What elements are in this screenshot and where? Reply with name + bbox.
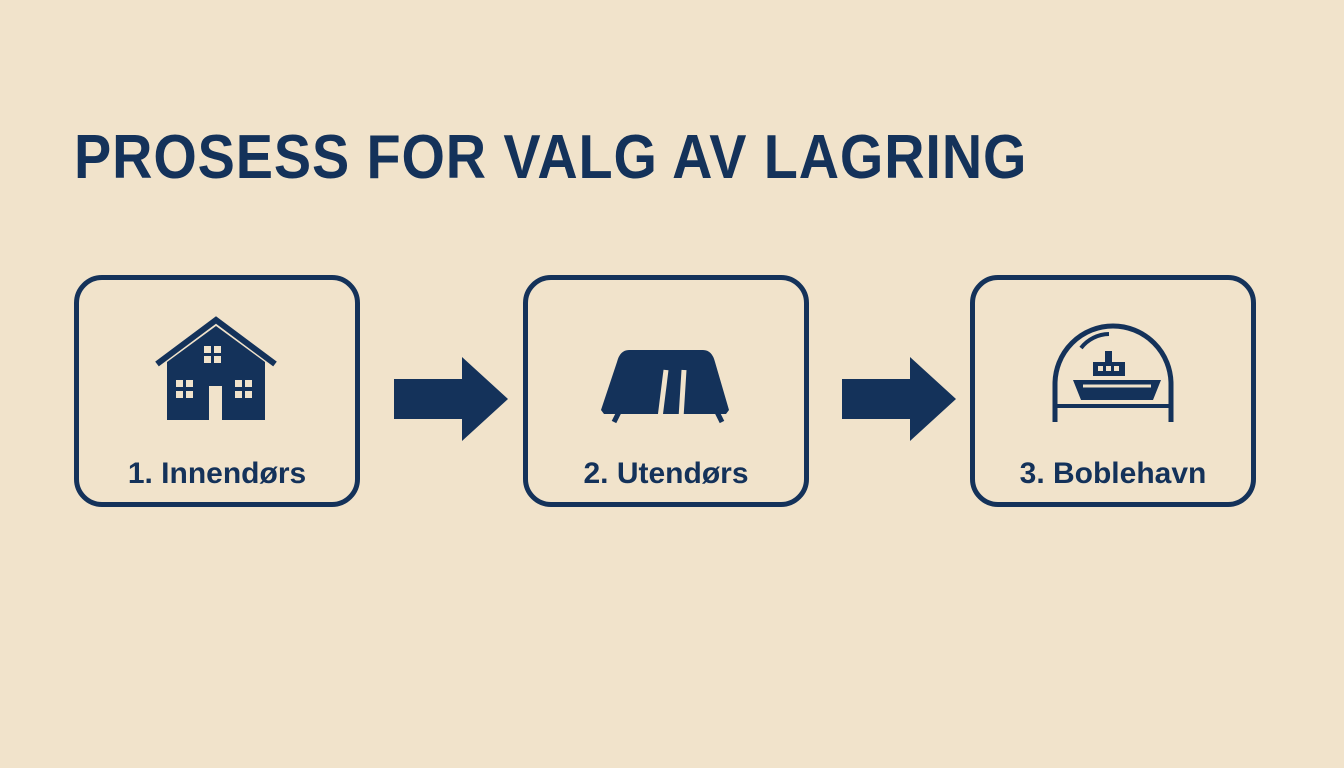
arrow-right-icon [842, 357, 956, 441]
step-card-bubble-harbor: 3. Boblehavn [970, 275, 1256, 507]
page-title: PROSESS FOR VALG AV LAGRING [74, 123, 1028, 192]
step-card-outdoor: 2. Utendørs [523, 275, 809, 507]
tarp-cover-icon [596, 314, 736, 424]
boat-bubble-icon [1043, 314, 1183, 424]
step-label-indoor: 1. Innendørs [127, 457, 307, 490]
house-icon [147, 314, 287, 424]
arrow-right-icon [394, 357, 508, 441]
step-label-bubble-harbor: 3. Boblehavn [1019, 457, 1207, 490]
step-card-indoor: 1. Innendørs [74, 275, 360, 507]
step-label-outdoor: 2. Utendørs [583, 457, 749, 490]
